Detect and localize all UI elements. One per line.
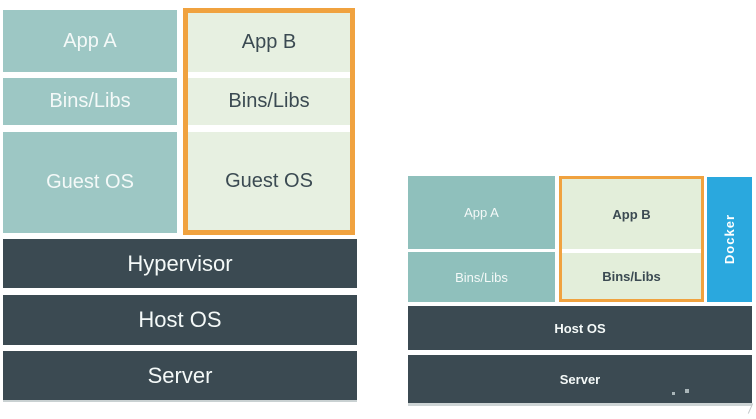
vm-bins-a-label: Bins/Libs [49,90,131,112]
vm-host-os-label: Host OS [138,307,222,332]
vm-b-highlight-frame: App B Bins/Libs Guest OS [183,8,355,235]
speck-dot [672,392,675,395]
speck-dot [685,389,689,393]
vm-server-layer-box: Server [3,351,357,400]
vm-guest-os-a-box: Guest OS [3,132,177,233]
container-bins-a-box: Bins/Libs [408,252,555,302]
vm-bins-b-box: Bins/Libs [188,78,350,125]
vm-guest-os-a-label: Guest OS [46,171,134,193]
container-b-highlight-frame: App B Bins/Libs [559,176,704,302]
container-server-label: Server [559,371,601,387]
container-app-b-box: App B [562,179,701,249]
vm-bins-b-label: Bins/Libs [228,90,310,112]
vm-guest-os-b-box: Guest OS [188,132,350,230]
docker-engine-label: Docker [722,214,737,265]
hypervisor-label: Hypervisor [127,250,233,276]
vm-app-b-label: App B [241,31,297,53]
vm-app-a-label: App A [63,29,117,52]
vm-host-os-layer-box: Host OS [3,295,357,345]
vm-app-b-box: App B [188,13,350,72]
container-bins-a-label: Bins/Libs [455,269,508,285]
container-app-a-label: App A [464,205,499,220]
vm-server-label: Server [147,362,213,388]
vm-app-a-box: App A [3,10,177,72]
container-host-os-layer-box: Host OS [408,306,752,350]
vm-bins-a-box: Bins/Libs [3,78,177,125]
hypervisor-layer-box: Hypervisor [3,239,357,288]
container-app-b-label: App B [612,206,651,222]
vm-guest-os-b-label: Guest OS [225,169,313,192]
corner-artifact [747,403,754,414]
docker-engine-strip: Docker [707,177,752,302]
container-host-os-label: Host OS [554,320,606,336]
container-server-layer-box: Server [408,355,752,403]
container-bins-b-label: Bins/Libs [602,268,661,284]
container-bins-b-box: Bins/Libs [562,253,701,299]
container-app-a-box: App A [408,176,555,249]
